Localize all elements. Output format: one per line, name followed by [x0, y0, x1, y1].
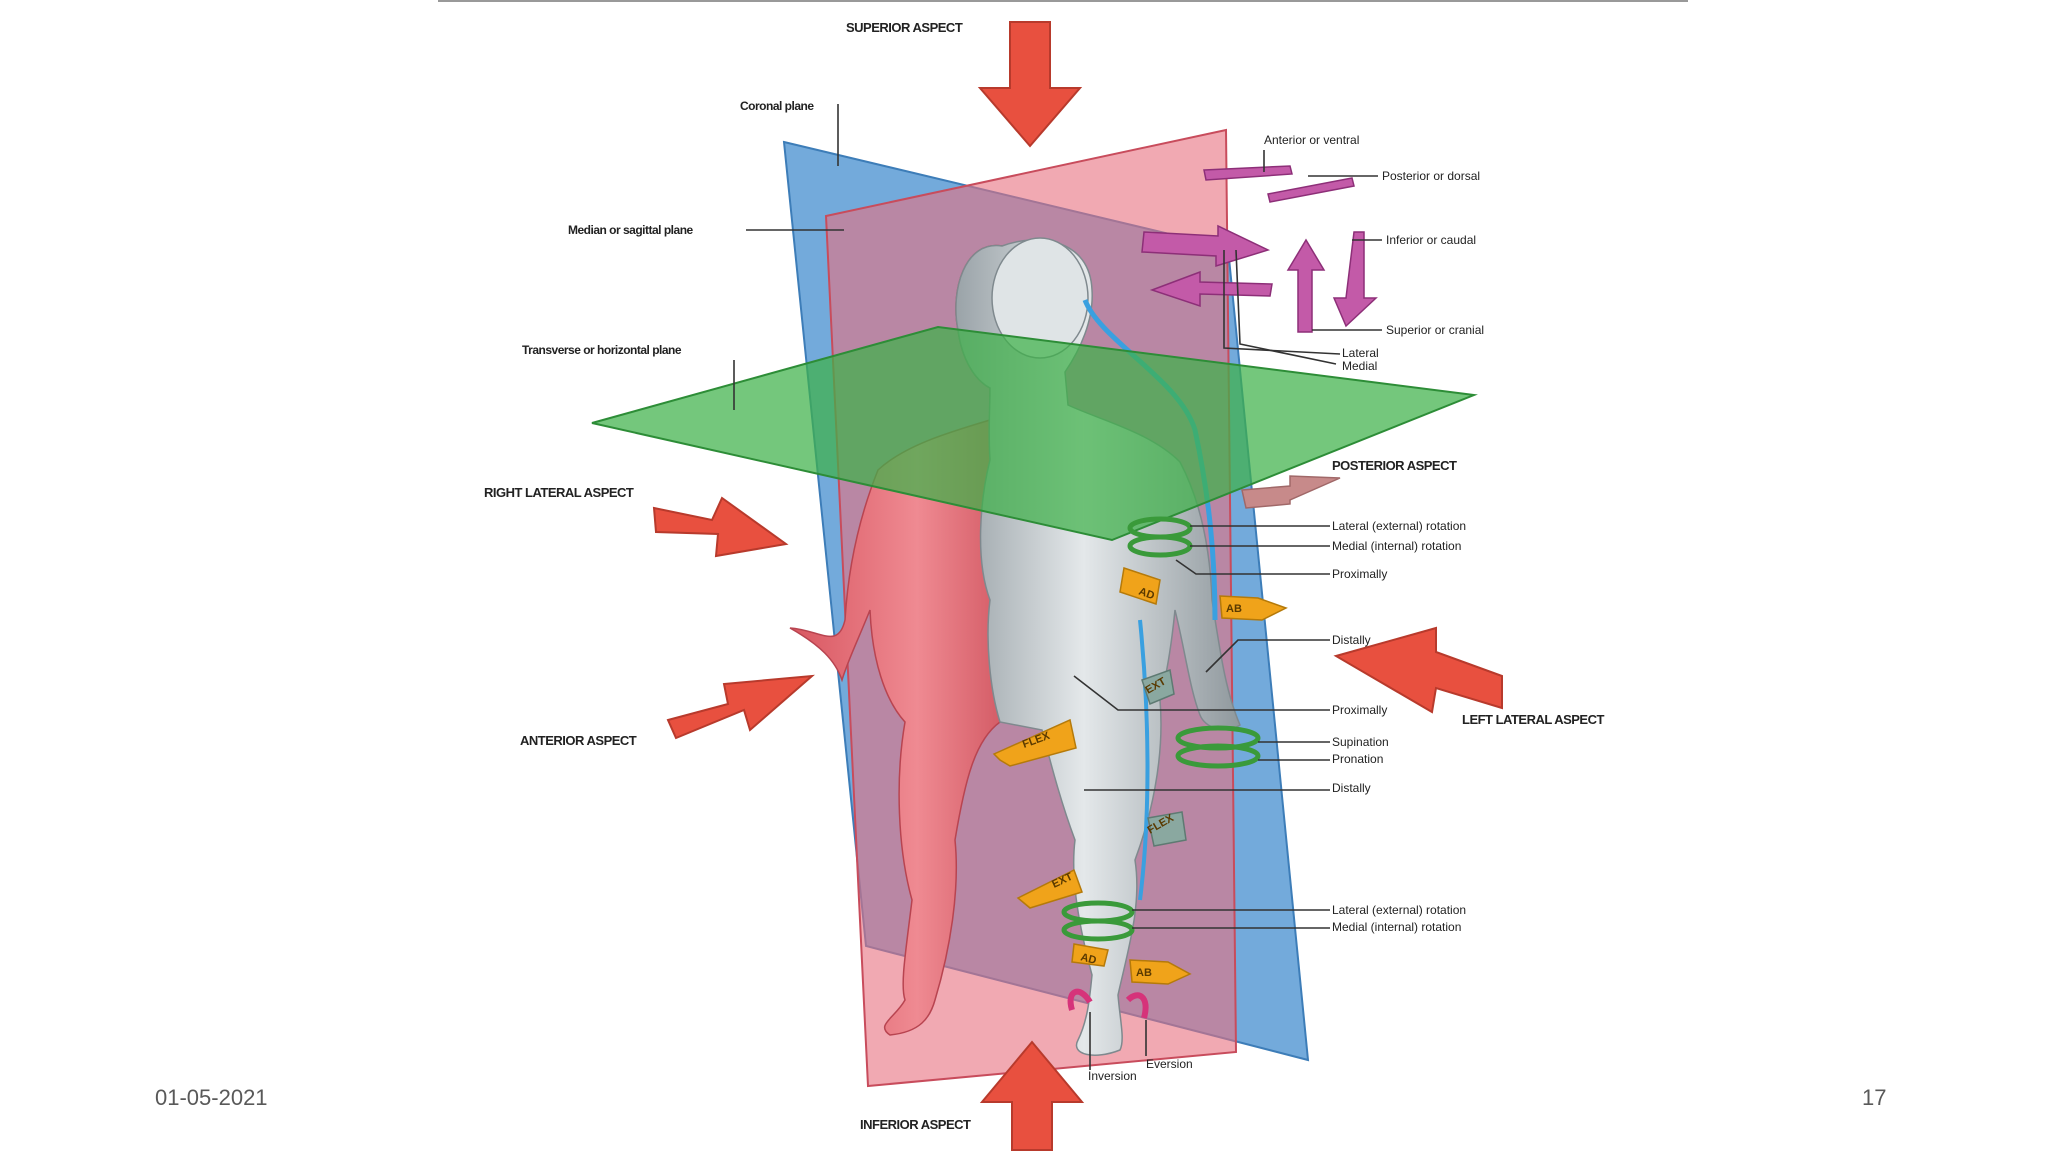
medial-direction-arrow [1149, 270, 1273, 308]
lower-lateral-rotation-label: Lateral (external) rotation [1332, 903, 1466, 917]
inferior-direction-label: Inferior or caudal [1386, 233, 1476, 247]
distally-label-2: Distally [1332, 781, 1371, 795]
anterior-direction-arrow [1203, 165, 1293, 181]
inversion-label: Inversion [1088, 1069, 1137, 1083]
inferior-aspect-arrow [979, 1040, 1085, 1151]
left-lateral-aspect-label: LEFT LATERAL ASPECT [1462, 712, 1604, 727]
anterior-aspect-label: ANTERIOR ASPECT [520, 733, 637, 748]
anterior-direction-label: Anterior or ventral [1264, 133, 1359, 147]
aspect-labels: SUPERIOR ASPECT INFERIOR ASPECT RIGHT LA… [484, 20, 1605, 1132]
eversion-mark [1125, 992, 1149, 1019]
posterior-aspect-arrow [1241, 475, 1341, 509]
proximally-label-1: Proximally [1332, 567, 1387, 581]
inversion-mark [1067, 988, 1093, 1011]
direction-labels: Anterior or ventral Posterior or dorsal … [1264, 133, 1484, 373]
inferior-direction-arrow [1332, 231, 1378, 328]
left-lateral-aspect-arrow [1333, 626, 1503, 714]
proximally-label-2: Proximally [1332, 703, 1387, 717]
slide-page-number: 17 [1862, 1085, 1887, 1110]
right-lateral-aspect-label: RIGHT LATERAL ASPECT [484, 485, 634, 500]
median-plane-label: Median or sagittal plane [568, 223, 694, 237]
lower-medial-rotation-label: Medial (internal) rotation [1332, 920, 1461, 934]
ab-leg-arrow: AB [1129, 959, 1192, 985]
ad-arm-arrow: AD [1119, 567, 1161, 605]
direction-arrows [1141, 165, 1378, 333]
lateral-direction-label: Lateral [1342, 346, 1379, 360]
transverse-plane [591, 325, 1478, 542]
right-lateral-aspect-arrow [652, 496, 789, 558]
ab-arm-arrow: AB [1219, 595, 1288, 621]
rotation-rings [1061, 516, 1261, 942]
superior-direction-label: Superior or cranial [1386, 323, 1484, 337]
upper-lateral-rotation-label: Lateral (external) rotation [1332, 519, 1466, 533]
forearm-rotation-ring-2 [1175, 743, 1261, 769]
superior-direction-arrow [1286, 238, 1326, 333]
svg-text:AB: AB [1136, 967, 1152, 979]
posterior-aspect-label: POSTERIOR ASPECT [1332, 458, 1457, 473]
ad-leg-arrow: AD [1071, 943, 1109, 967]
upper-medial-rotation-label: Medial (internal) rotation [1332, 539, 1461, 553]
svg-text:AD: AD [1137, 586, 1156, 603]
posterior-direction-label: Posterior or dorsal [1382, 169, 1480, 183]
coronal-plane-label: Coronal plane [740, 99, 814, 113]
movement-labels: Lateral (external) rotation Medial (inte… [1088, 519, 1466, 1083]
transverse-plane-label: Transverse or horizontal plane [522, 343, 682, 357]
svg-text:AB: AB [1226, 603, 1242, 615]
pronation-label: Pronation [1332, 752, 1383, 766]
supination-label: Supination [1332, 735, 1389, 749]
superior-aspect-label: SUPERIOR ASPECT [846, 20, 963, 35]
eversion-label: Eversion [1146, 1057, 1193, 1071]
distally-label-1: Distally [1332, 633, 1371, 647]
lower-rotation-ring-2 [1061, 918, 1135, 942]
leader-lines [733, 104, 1382, 1070]
superior-aspect-arrow [977, 21, 1083, 148]
anterior-aspect-arrow [666, 674, 815, 740]
slide-date: 01-05-2021 [155, 1085, 268, 1110]
ext-arm-arrow: EXT [1141, 668, 1175, 706]
plane-labels: Coronal plane Median or sagittal plane T… [522, 99, 815, 357]
inferior-aspect-label: INFERIOR ASPECT [860, 1117, 971, 1132]
svg-text:AD: AD [1079, 951, 1098, 967]
medial-direction-label: Medial [1342, 359, 1377, 373]
posterior-direction-arrow [1267, 177, 1355, 203]
